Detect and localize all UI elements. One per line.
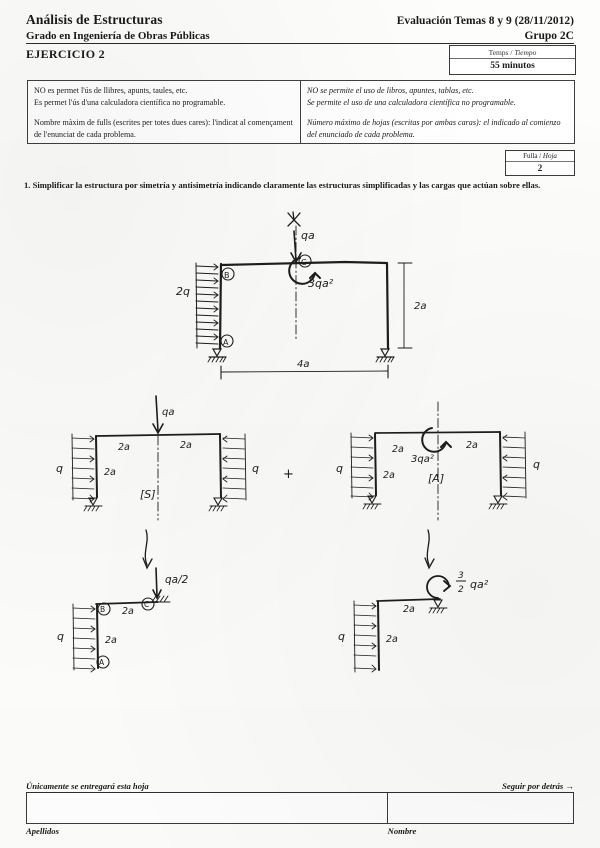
label-anti-case: [A] bbox=[428, 472, 444, 485]
header-divider bbox=[26, 43, 574, 44]
label-sym-point-load: qa bbox=[162, 407, 174, 418]
label-moment: 3qa² bbox=[308, 277, 334, 290]
name-label: Nombre bbox=[387, 826, 417, 836]
label-node-c: C bbox=[301, 258, 307, 267]
diagram-antisymmetric-case bbox=[350, 401, 527, 521]
diagram-symmetric-case bbox=[71, 395, 247, 521]
rule-ca-2: Es permet l'ús d'una calculadora científ… bbox=[34, 97, 226, 107]
label-antihalf-distributed-load: q bbox=[338, 630, 345, 643]
sheet-box: Fulla / Hoja 2 bbox=[505, 150, 575, 176]
label-antihalf-span: 2a bbox=[403, 604, 415, 615]
rule-es-3: Número máximo de hojas (escritas por amb… bbox=[307, 118, 561, 139]
footer-divider bbox=[26, 792, 574, 793]
rule-es-2: Se permite el uso de una calculadora cie… bbox=[307, 97, 516, 107]
label-half-node-c: C bbox=[144, 600, 149, 609]
label-half-span: 2a bbox=[122, 606, 134, 617]
label-sym-right-load: q bbox=[252, 462, 259, 475]
label-antihalf-moment-denom: 2 bbox=[458, 585, 464, 595]
surname-label: Apellidos bbox=[26, 826, 59, 836]
label-anti-height: 2a bbox=[383, 470, 395, 481]
diagram-antisymmetric-labels: 2a 2a 3qa² q q 2a [A] bbox=[336, 440, 540, 485]
footer-note-left: Únicamente se entregará esta hoja bbox=[26, 781, 149, 791]
sheet-box-label: Fulla / Hoja bbox=[506, 151, 574, 162]
label-sym-case: [S] bbox=[140, 488, 156, 501]
time-box-label: Temps / Tiempo bbox=[450, 46, 575, 59]
distributed-load-arrows bbox=[195, 263, 219, 345]
label-half-distributed-load: q bbox=[57, 630, 64, 643]
label-anti-left-load: q bbox=[336, 462, 343, 475]
name-input[interactable] bbox=[388, 793, 573, 823]
time-box-value: 55 minutos bbox=[490, 61, 535, 71]
rules-box: NO es permet l'ús de llibres, apunts, ta… bbox=[27, 80, 575, 144]
group-label: Grupo 2C bbox=[524, 30, 574, 42]
label-half-node-a: A bbox=[99, 658, 105, 667]
label-antihalf-moment-numer: 3 bbox=[458, 571, 464, 581]
degree-title: Grado en Ingeniería de Obras Públicas bbox=[26, 30, 210, 42]
page-header: Análisis de Estructuras Evaluación Temas… bbox=[26, 12, 574, 62]
problem-number: 1. bbox=[24, 180, 31, 190]
label-node-a: A bbox=[223, 338, 229, 347]
diagram-antisymmetric-half bbox=[353, 575, 452, 673]
rules-spanish: NO se permite el uso de libros, apuntes,… bbox=[301, 81, 574, 143]
label-plus-operator: + bbox=[283, 467, 294, 482]
diagram-symmetric-labels: qa q q 2a 2a 2a [S] + bbox=[56, 407, 294, 501]
label-anti-moment: 3qa² bbox=[411, 454, 434, 465]
label-sym-height: 2a bbox=[104, 467, 116, 478]
label-height-dim: 2a bbox=[414, 301, 427, 312]
rule-ca-1: NO es permet l'ús de llibres, apunts, ta… bbox=[34, 86, 188, 95]
label-anti-left-span: 2a bbox=[392, 444, 404, 455]
label-half-height: 2a bbox=[105, 635, 117, 646]
time-label-ca: Temps bbox=[488, 48, 509, 57]
label-antihalf-moment-rest: qa² bbox=[470, 578, 489, 591]
diagram-symmetric-half-labels: qa/2 q 2a 2a B A C bbox=[57, 574, 189, 667]
time-label-es: Tiempo bbox=[514, 48, 537, 57]
label-point-load: qa bbox=[301, 229, 315, 242]
label-sym-left-load: q bbox=[56, 462, 63, 475]
label-node-b: B bbox=[224, 271, 230, 280]
surname-input[interactable] bbox=[27, 793, 389, 823]
footer-note-right: Seguir por detrás → bbox=[502, 781, 574, 791]
diagram-symmetric-half bbox=[72, 567, 171, 673]
diagram-antisymmetric-half-labels: 3 2 qa² q 2a 2a bbox=[338, 571, 489, 645]
time-box: Temps / Tiempo 55 minutos bbox=[449, 45, 576, 75]
rule-ca-3: Nombre màxim de fulls (escrites per tote… bbox=[34, 118, 293, 139]
diagram-original-labels: qa 3qa² 2q B A C 2a 4a bbox=[176, 229, 427, 370]
label-half-node-b: B bbox=[100, 605, 105, 614]
label-sym-left-span: 2a bbox=[118, 442, 130, 453]
sheet-label-es: Hoja bbox=[542, 152, 557, 160]
label-antihalf-height: 2a bbox=[386, 634, 398, 645]
time-label-sep: / bbox=[510, 48, 513, 57]
name-fields bbox=[26, 793, 574, 824]
sheet-label-ca: Fulla bbox=[523, 152, 538, 160]
exercise-title: EJERCICIO 2 bbox=[26, 47, 105, 61]
diagram-original-frame bbox=[195, 211, 413, 380]
sheet-box-value: 2 bbox=[537, 163, 543, 173]
rule-es-1: NO se permite el uso de libros, apuntes,… bbox=[307, 86, 474, 95]
label-sym-right-span: 2a bbox=[180, 440, 192, 451]
problem-text: Simplificar la estructura por simetría y… bbox=[32, 180, 541, 190]
transition-arrows bbox=[142, 529, 435, 570]
handwritten-solution: qa 3qa² 2q B A C 2a 4a bbox=[0, 200, 600, 700]
label-anti-right-load: q bbox=[533, 458, 540, 471]
sheet-label-sep: / bbox=[539, 152, 542, 160]
label-span-dim: 4a bbox=[297, 359, 310, 370]
label-distributed-load: 2q bbox=[176, 285, 190, 298]
evaluation-title: Evaluación Temas 8 y 9 (28/11/2012) bbox=[396, 15, 574, 27]
label-half-point-load: qa/2 bbox=[165, 574, 189, 586]
rules-catalan: NO es permet l'ús de llibres, apunts, ta… bbox=[28, 81, 301, 143]
page-footer: Únicamente se entregará esta hoja Seguir… bbox=[26, 781, 574, 836]
label-anti-right-span: 2a bbox=[466, 440, 478, 451]
problem-statement: 1. Simplificar la estructura por simetrí… bbox=[24, 179, 576, 192]
course-title: Análisis de Estructuras bbox=[26, 12, 163, 27]
